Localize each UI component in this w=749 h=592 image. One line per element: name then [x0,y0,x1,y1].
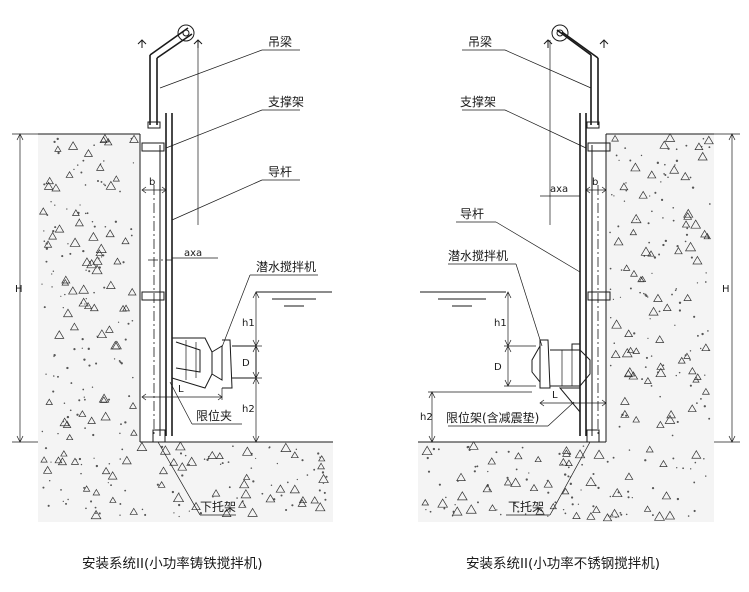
right-support-bracket-top [587,142,611,152]
left-label-limit-clamp: 限位夹 [196,408,232,423]
right-dim-h1-label: h1 [494,318,507,329]
right-label-bottom-bracket: 下托架 [508,500,544,514]
left-installation-drawing: H [12,24,333,572]
left-guide-rod [141,113,173,436]
left-dim-axa: axa [172,248,218,259]
right-label-hoist-beam: 吊梁 [468,34,492,49]
left-label-guide-rod: 导杆 [268,165,292,179]
right-caption: 安装系统II(小功率不锈钢搅拌机) [466,555,660,572]
left-dim-axa-label: axa [184,248,202,259]
left-dim-b: b [141,177,167,194]
left-dims-vertical: h1 D h2 [242,291,262,443]
right-bottom-bracket-box [586,429,600,443]
right-dim-L-label: L [552,390,558,401]
left-dim-b-label: b [149,177,155,188]
left-caption: 安装系统II(小功率铸铁搅拌机) [82,555,263,572]
right-floor-slab [418,442,714,522]
right-dim-axa-label: axa [550,184,568,195]
right-label-support-frame: 支撑架 [460,94,496,109]
right-mixer-body [531,339,591,389]
right-water-level [420,291,506,307]
left-dim-H: H [12,133,38,443]
right-dim-b-label: b [592,177,598,188]
right-limit-frame-shape [558,387,581,414]
right-hoist-beam [543,24,609,225]
left-leaders [157,49,318,516]
left-concrete-wall [38,134,140,442]
left-dim-h1-label: h1 [242,318,255,329]
right-concrete-wall [606,134,714,442]
right-dim-axa: axa [540,184,580,197]
right-dim-h2-label: h2 [420,412,433,423]
left-floor-texture [40,441,329,520]
right-guide-rod [579,113,611,436]
right-installation-drawing: H [418,24,740,572]
left-floor-slab [38,442,333,522]
left-dim-D-label: D [242,358,250,369]
right-label-guide-rod: 导杆 [460,207,484,221]
left-bottom-bracket-box [152,429,166,443]
left-hoist-beam [137,24,203,225]
right-label-limit-frame: 限位架(含减震垫) [446,410,539,425]
right-leaders [448,49,592,516]
right-dim-H-label: H [722,284,730,295]
right-support-bracket-mid [587,291,611,301]
right-dim-D-label: D [494,362,502,373]
left-label-hoist-beam: 吊梁 [268,34,292,49]
right-wall-texture [609,133,714,437]
left-label-support-frame: 支撑架 [268,94,304,109]
left-dim-L: L [141,384,223,401]
right-dims-vertical: h1 D h2 [420,291,536,443]
left-dim-L-label: L [178,384,184,395]
left-dim-h2-label: h2 [242,404,255,415]
left-dim-H-label: H [15,284,23,295]
right-dim-b: b [585,177,607,194]
left-label-mixer: 潜水搅拌机 [256,259,316,274]
left-support-bracket-top [141,142,165,152]
left-support-bracket-mid [141,291,165,301]
left-label-bottom-bracket: 下托架 [200,500,236,514]
left-water-level [256,291,332,307]
right-label-mixer: 潜水搅拌机 [448,248,508,263]
left-wall-texture [39,133,139,441]
right-dim-H: H [714,133,740,443]
